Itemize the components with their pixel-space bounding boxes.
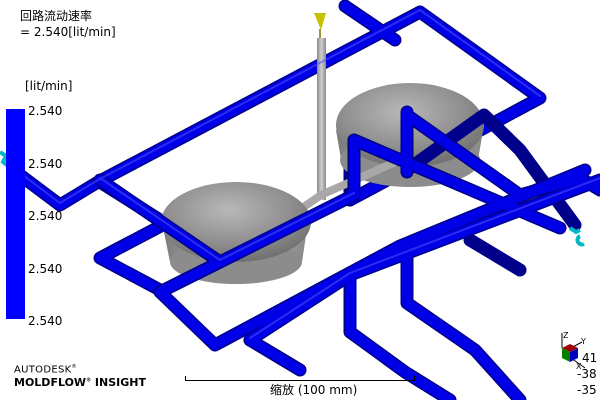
coolant-pipes-front (19, 9, 600, 404)
coolant-inlet-right-icon (568, 226, 585, 247)
brand-autodesk: AUTODESK® (14, 364, 77, 376)
legend-tick: 2.540 (28, 262, 63, 276)
legend-tick: 2.540 (28, 209, 63, 223)
result-title: 回路流动速率 (20, 9, 93, 23)
scale-bar-tick-left (185, 376, 186, 381)
coolant-inlet-left-icon (0, 150, 10, 168)
triad-axis-x: X (576, 362, 582, 371)
brand-moldflow-insight: MOLDFLOW® INSIGHT (14, 376, 146, 389)
injection-location-icon (314, 13, 326, 30)
scale-label: 缩放 (100 mm) (270, 383, 358, 397)
legend-color-bar (6, 109, 25, 319)
scale-bar (185, 380, 415, 381)
triad-axis-y: Y (581, 337, 586, 346)
view-angle-1: 41 (582, 351, 598, 365)
view-angle-2: -38 (577, 367, 597, 381)
legend-tick-max: 2.540 (28, 104, 63, 118)
scale-bar-tick-right (414, 376, 415, 381)
legend-unit: [lit/min] (25, 79, 73, 93)
view-angle-3: -35 (577, 383, 597, 397)
orientation-triad (561, 333, 586, 369)
result-value: = 2.540[lit/min] (20, 25, 116, 39)
legend-tick: 2.540 (28, 157, 63, 171)
triad-axis-z: Z (563, 331, 569, 340)
legend-tick-min: 2.540 (28, 314, 63, 328)
